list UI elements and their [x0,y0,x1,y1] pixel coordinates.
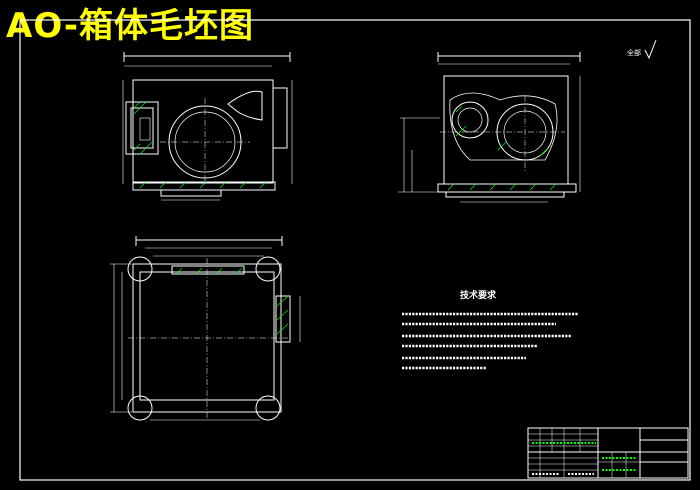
roughness-note: 全部 [627,48,641,57]
roughness-symbol [644,39,657,60]
front-view-hatching [133,101,267,189]
side-view [398,52,581,203]
tech-req-heading: 技术要求 [460,289,497,301]
drawing-title: AO-箱体毛坯图 [6,6,254,46]
title-block [527,427,689,479]
top-view-hatching [175,267,289,335]
sheet-border [19,19,691,481]
title-block-marks [532,442,636,471]
tech-req-lines [402,312,578,370]
side-view-hatching [447,105,557,191]
front-view [122,52,293,201]
top-view [110,236,301,421]
